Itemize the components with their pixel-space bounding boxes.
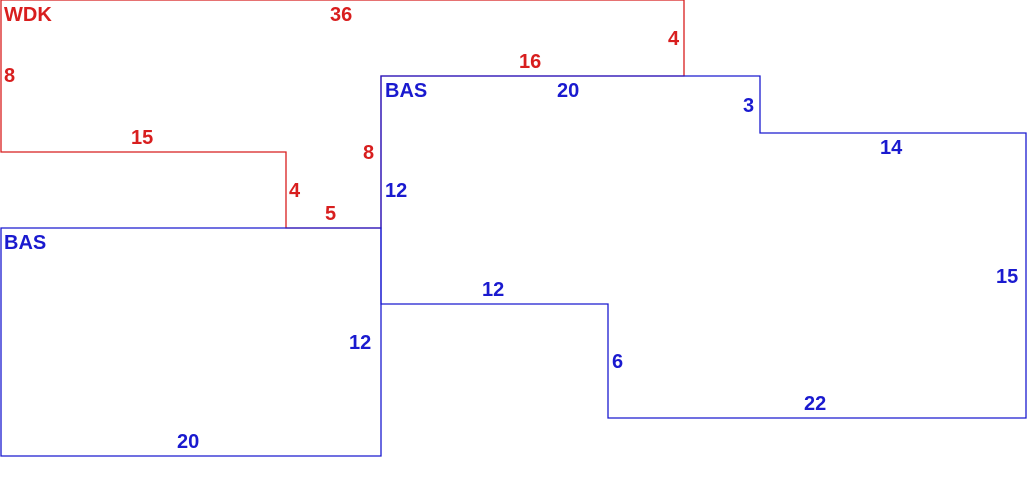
wdk-outline	[0, 0, 685, 229]
bas-left-outline	[0, 227, 382, 457]
bas-right-dim-left: 12	[385, 180, 407, 202]
wdk-dim-inner-step: 4	[289, 180, 301, 202]
wdk-dim-top: 36	[330, 4, 352, 26]
wdk-dim-bottom: 5	[325, 203, 336, 225]
bas-right-dim-inner-top: 12	[482, 279, 504, 301]
bas-right-outline	[380, 75, 1027, 419]
bas-right-dim-right-top: 14	[880, 137, 903, 159]
bas-right-dim-bottom: 22	[804, 393, 826, 415]
bas-left-dim-bottom: 20	[177, 431, 199, 453]
wdk-dim-right-top: 16	[519, 51, 541, 73]
wdk-area-code: WDK	[4, 4, 52, 26]
bas-left-area-code: BAS	[4, 232, 46, 254]
bas-right-area-code: BAS	[385, 80, 427, 102]
bas-right-dim-right: 15	[996, 266, 1018, 288]
wdk-dim-inner-top: 15	[131, 127, 153, 149]
bas-right-dim-inner-step: 6	[612, 351, 623, 373]
bas-right-dim-step: 3	[743, 95, 754, 117]
bas-right-dim-top: 20	[557, 80, 579, 102]
wdk-dim-right-side: 8	[363, 142, 374, 164]
wdk-dim-left: 8	[4, 65, 15, 87]
bas-left-dim-right: 12	[349, 332, 371, 354]
wdk-dim-right-step: 4	[668, 28, 680, 50]
